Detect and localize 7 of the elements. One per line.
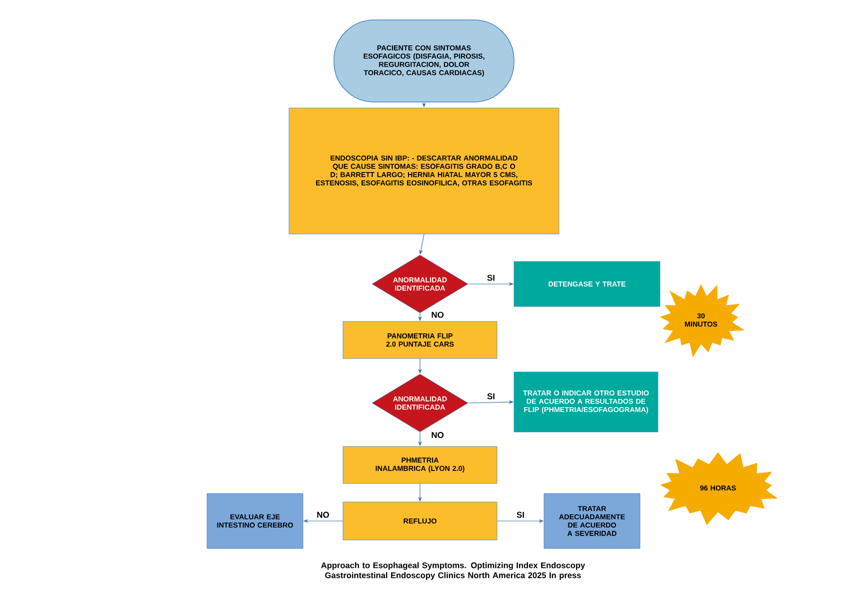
edge-label: NO [430,310,445,319]
edge-label: SI [486,274,496,282]
edge-label: NO [316,510,330,519]
caption: Approach to Esophageal Symptoms. Optimizing Index Endoscopy Gastrointestinal Endoscopy Clinics North America 2025 In press [321,562,586,580]
edge-label: SI [516,510,526,519]
edge-label: NO [430,431,445,439]
edge-label: SI [486,392,496,400]
